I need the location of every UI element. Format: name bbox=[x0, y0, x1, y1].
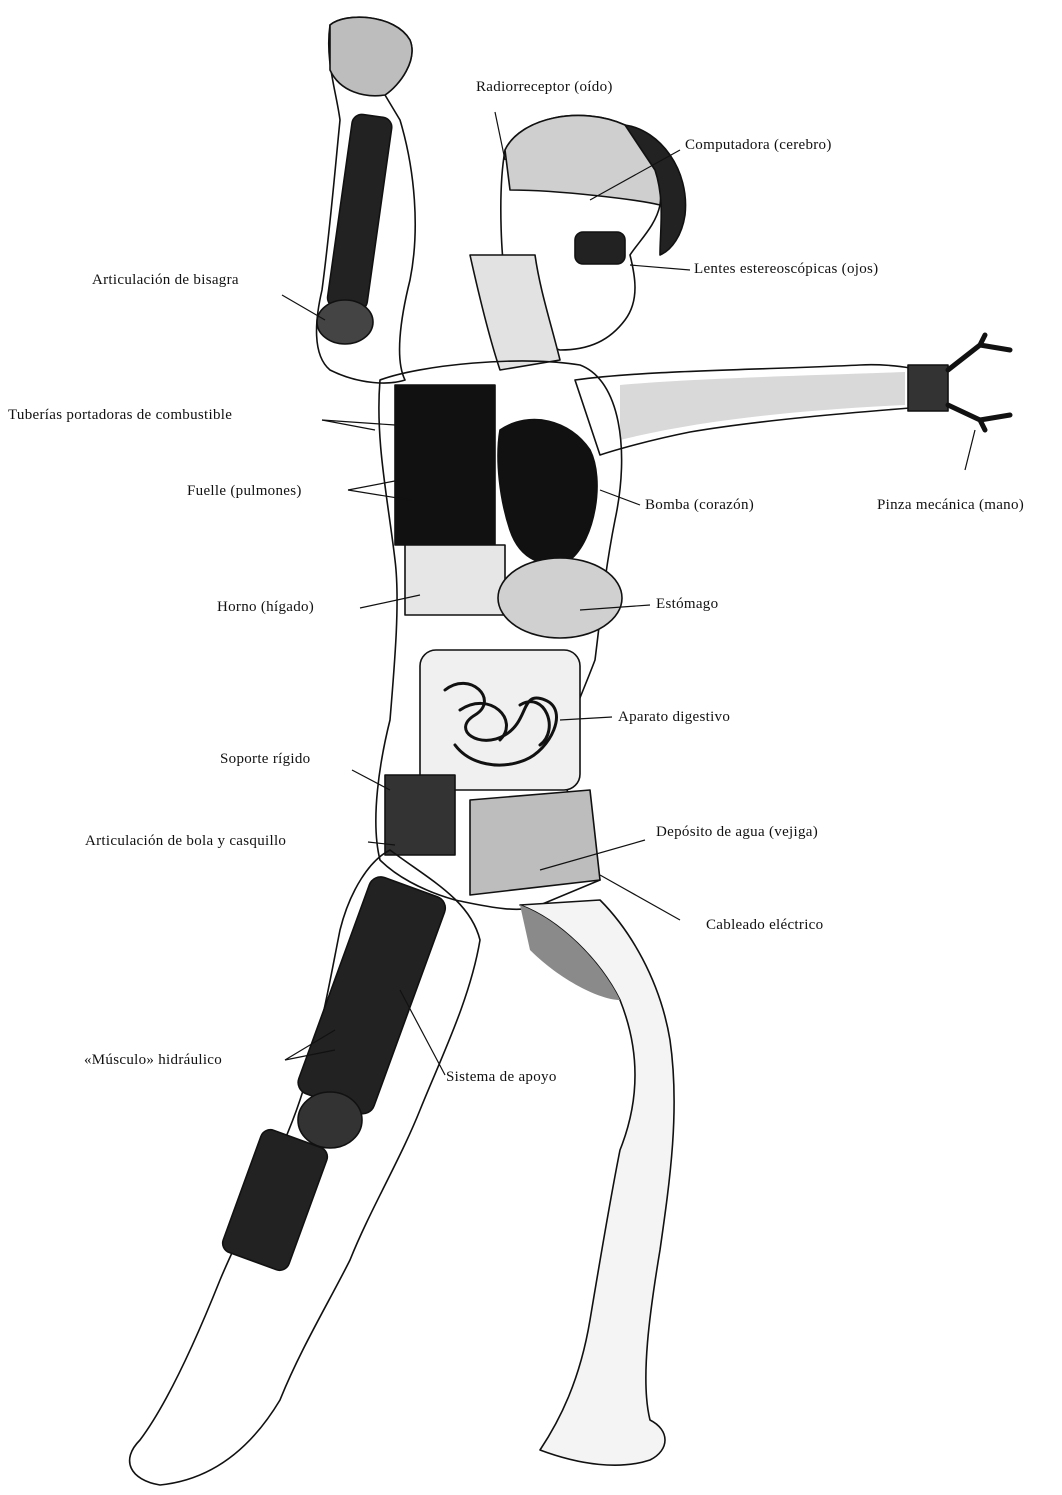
label-deposito-agua: Depósito de agua (vejiga) bbox=[656, 825, 818, 840]
elbow-joint bbox=[317, 300, 373, 344]
pelvis-block bbox=[470, 790, 600, 895]
label-computadora: Computadora (cerebro) bbox=[685, 138, 832, 153]
label-estomago: Estómago bbox=[656, 597, 718, 612]
label-fuelle: Fuelle (pulmones) bbox=[187, 484, 302, 499]
raised-hand-shade bbox=[330, 17, 412, 96]
label-aparato-digestivo: Aparato digestivo bbox=[618, 710, 730, 725]
label-horno: Horno (hígado) bbox=[217, 600, 314, 615]
arm-shading bbox=[620, 372, 905, 440]
thigh-hydraulic bbox=[295, 874, 449, 1117]
stomach bbox=[498, 558, 622, 638]
arm-cylinder bbox=[326, 113, 393, 312]
label-articulacion-bisagra: Articulación de bisagra bbox=[92, 273, 239, 288]
label-sistema-apoyo: Sistema de apoyo bbox=[446, 1070, 557, 1085]
leader-sistema-apoyo bbox=[400, 990, 445, 1075]
leader-pinza bbox=[965, 430, 975, 470]
neck bbox=[470, 255, 560, 370]
leader-fuelle-1 bbox=[348, 480, 400, 490]
knee-joint bbox=[298, 1092, 362, 1148]
leader-lentes bbox=[630, 265, 690, 270]
label-lentes: Lentes estereoscópicas (ojos) bbox=[694, 262, 878, 277]
label-musculo: «Músculo» hidráulico bbox=[84, 1053, 222, 1068]
shin-cylinder bbox=[220, 1127, 330, 1273]
leader-radioreceptor bbox=[495, 112, 505, 160]
eye-lens bbox=[575, 232, 625, 264]
label-tuberias: Tuberías portadoras de combustible bbox=[8, 408, 232, 423]
bellows-lungs bbox=[395, 385, 495, 545]
label-soporte-rigido: Soporte rígido bbox=[220, 752, 310, 767]
label-bomba: Bomba (corazón) bbox=[645, 498, 754, 513]
label-pinza: Pinza mecánica (mano) bbox=[877, 498, 1024, 513]
hip-support bbox=[385, 775, 455, 855]
label-articulacion-bola: Articulación de bola y casquillo bbox=[85, 834, 286, 849]
heart-pump bbox=[498, 420, 597, 564]
pincer-claw bbox=[948, 335, 1010, 430]
label-cableado: Cableado eléctrico bbox=[706, 918, 823, 933]
liver-furnace bbox=[405, 545, 505, 615]
label-radioreceptor: Radiorreceptor (oído) bbox=[476, 80, 613, 95]
pincer-wrist bbox=[908, 365, 948, 411]
